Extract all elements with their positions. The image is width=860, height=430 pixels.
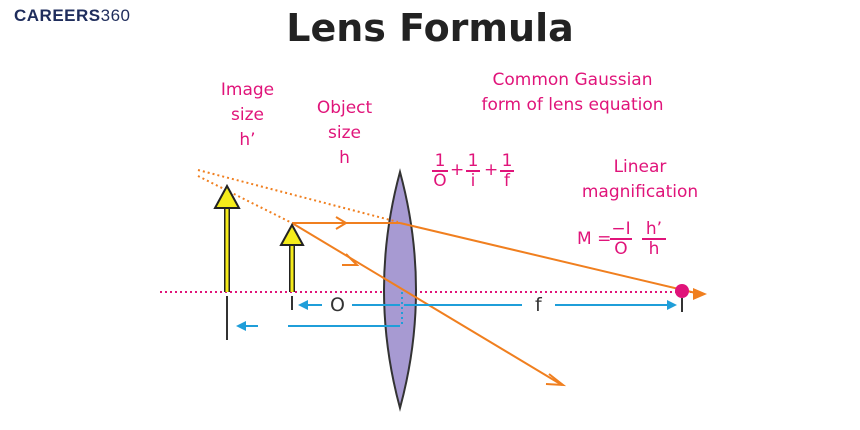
object-arrow-head (279, 222, 305, 246)
parallel-ray-arrowhead (335, 216, 348, 230)
image-distance-arrowhead (236, 321, 246, 331)
gaussian-form-label: Common Gaussian form of lens equation (481, 70, 664, 115)
convex-lens (383, 168, 417, 412)
focal-point (675, 284, 689, 298)
magnification-lhs: M = (577, 229, 612, 249)
central-ray-arrowhead (342, 253, 360, 266)
object-distance-label: O (330, 294, 345, 316)
careers360-logo: CAREERS360 (14, 6, 131, 26)
equation-plus-2: + (484, 160, 499, 180)
focal-length-label: f (535, 294, 542, 316)
image-arrow-head (213, 183, 241, 209)
central-ray-end-arrowhead (545, 373, 567, 387)
virtual-ray-extension-diagonal (197, 175, 293, 224)
logo-brand: CAREERS (14, 6, 101, 25)
equation-plus-1: + (450, 160, 465, 180)
focal-distance-arrowhead (667, 300, 677, 310)
object-distance-arrowhead (298, 300, 308, 310)
magnification-ratio-height: h’h (642, 220, 666, 258)
linear-magnification-label: Linear magnification (581, 157, 699, 202)
page-title: Lens Formula (286, 6, 574, 50)
image-size-label: Image size h’ (220, 80, 275, 150)
object-size-label: Object size h (316, 98, 373, 168)
refracted-ray-to-focus (399, 222, 701, 295)
logo-number: 360 (100, 6, 131, 25)
